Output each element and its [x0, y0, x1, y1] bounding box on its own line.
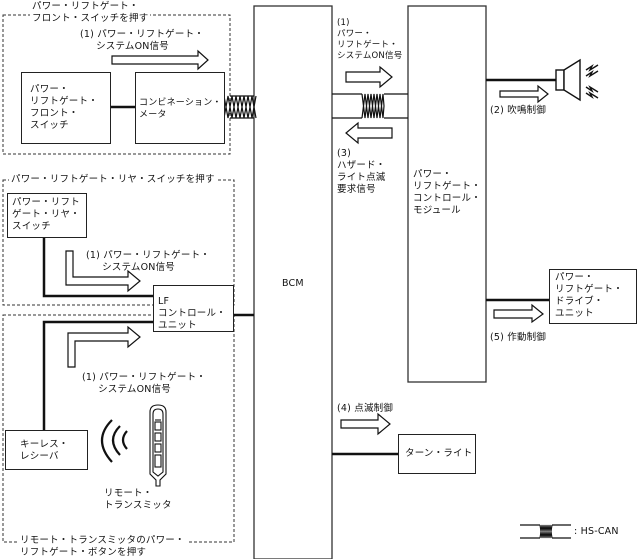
- can-meter-bcm: [223, 95, 257, 119]
- remote-transmitter-icon: [149, 404, 167, 487]
- signal-s1-front-label: (1) パワー・リフトゲート・ システムON信号: [80, 29, 204, 52]
- legend-hs-can-label: : HS-CAN: [574, 526, 619, 537]
- rear-switch-box: [7, 193, 87, 238]
- combination-meter-label: コンビネーション・ メータ: [139, 98, 222, 120]
- arrow-s1-bcm: [345, 65, 393, 89]
- wire-rear-switch-lf: [42, 237, 155, 298]
- arrow-s1-rear: [65, 250, 141, 293]
- group-rear-switch-label: パワー・リフトゲート・リヤ・スイッチを押す: [9, 174, 217, 186]
- arrow-s1-remote: [67, 325, 141, 368]
- signal-s1-bcm-label: (1) パワー・ リフトゲート・ システムON信号: [337, 18, 403, 61]
- turn-light-box: [398, 434, 476, 474]
- signal-s1-rear-label: (1) パワー・リフトゲート・ システムON信号: [86, 250, 210, 273]
- arrow-s3-left: [345, 121, 393, 145]
- lf-control-unit-label: LF コントロール・ ユニット: [158, 296, 226, 331]
- lf-control-unit-box: [153, 285, 234, 332]
- bcm-label: BCM: [282, 278, 304, 289]
- group-remote-label: リモート・トランスミッタのパワー・ リフトゲート・ボタンを押す: [18, 535, 187, 559]
- front-switch-box: [21, 72, 111, 144]
- signal-s4-label: (4) 点滅制御: [337, 403, 394, 414]
- arrow-s5: [493, 303, 544, 324]
- plg-control-module-label: パワー・ リフトゲート・ コントロール・ モジュール: [413, 169, 481, 216]
- front-switch-label: パワー・ リフトゲート・ フロント・ スイッチ: [30, 84, 98, 131]
- can-bcm-plg: [332, 93, 408, 119]
- plg-control-module-box: [407, 5, 487, 383]
- keyless-receiver-label: キーレス・ レシーバ: [20, 439, 69, 462]
- remote-transmitter-label: リモート・ トランスミッタ: [104, 488, 172, 511]
- rear-switch-label: パワー・リフト ゲート・リヤ・ スイッチ: [12, 197, 80, 232]
- signal-s3-label: (3) ハザード・ ライト点滅 要求信号: [337, 148, 386, 195]
- arrow-s4: [340, 412, 391, 436]
- signal-s5-label: (5) 作動制御: [490, 332, 547, 343]
- plg-drive-unit-box: [549, 269, 637, 324]
- group-front-switch-border: [2, 14, 231, 155]
- plg-drive-unit-label: パワー・ リフトゲート・ ドライブ・ ユニット: [555, 272, 623, 319]
- turn-light-label: ターン・ライト: [405, 448, 473, 459]
- wire-keyless-lf: [42, 320, 155, 430]
- arrow-s2: [499, 84, 549, 104]
- legend-can-symbol: [520, 524, 571, 539]
- signal-s1-remote-label: (1) パワー・リフトゲート・ システムON信号: [82, 372, 206, 395]
- arrow-s1-front: [111, 49, 209, 71]
- bcm-box: [253, 5, 333, 559]
- signal-s2-label: (2) 吹鳴制御: [490, 105, 547, 116]
- group-remote-border: [2, 314, 235, 543]
- group-front-switch-label: パワー・リフトゲート・ フロント・スイッチを押す: [30, 1, 151, 25]
- combination-meter-box: [135, 72, 225, 144]
- horn-icon: [555, 58, 599, 102]
- radio-wave-icon: [100, 419, 128, 463]
- keyless-receiver-box: [5, 430, 88, 470]
